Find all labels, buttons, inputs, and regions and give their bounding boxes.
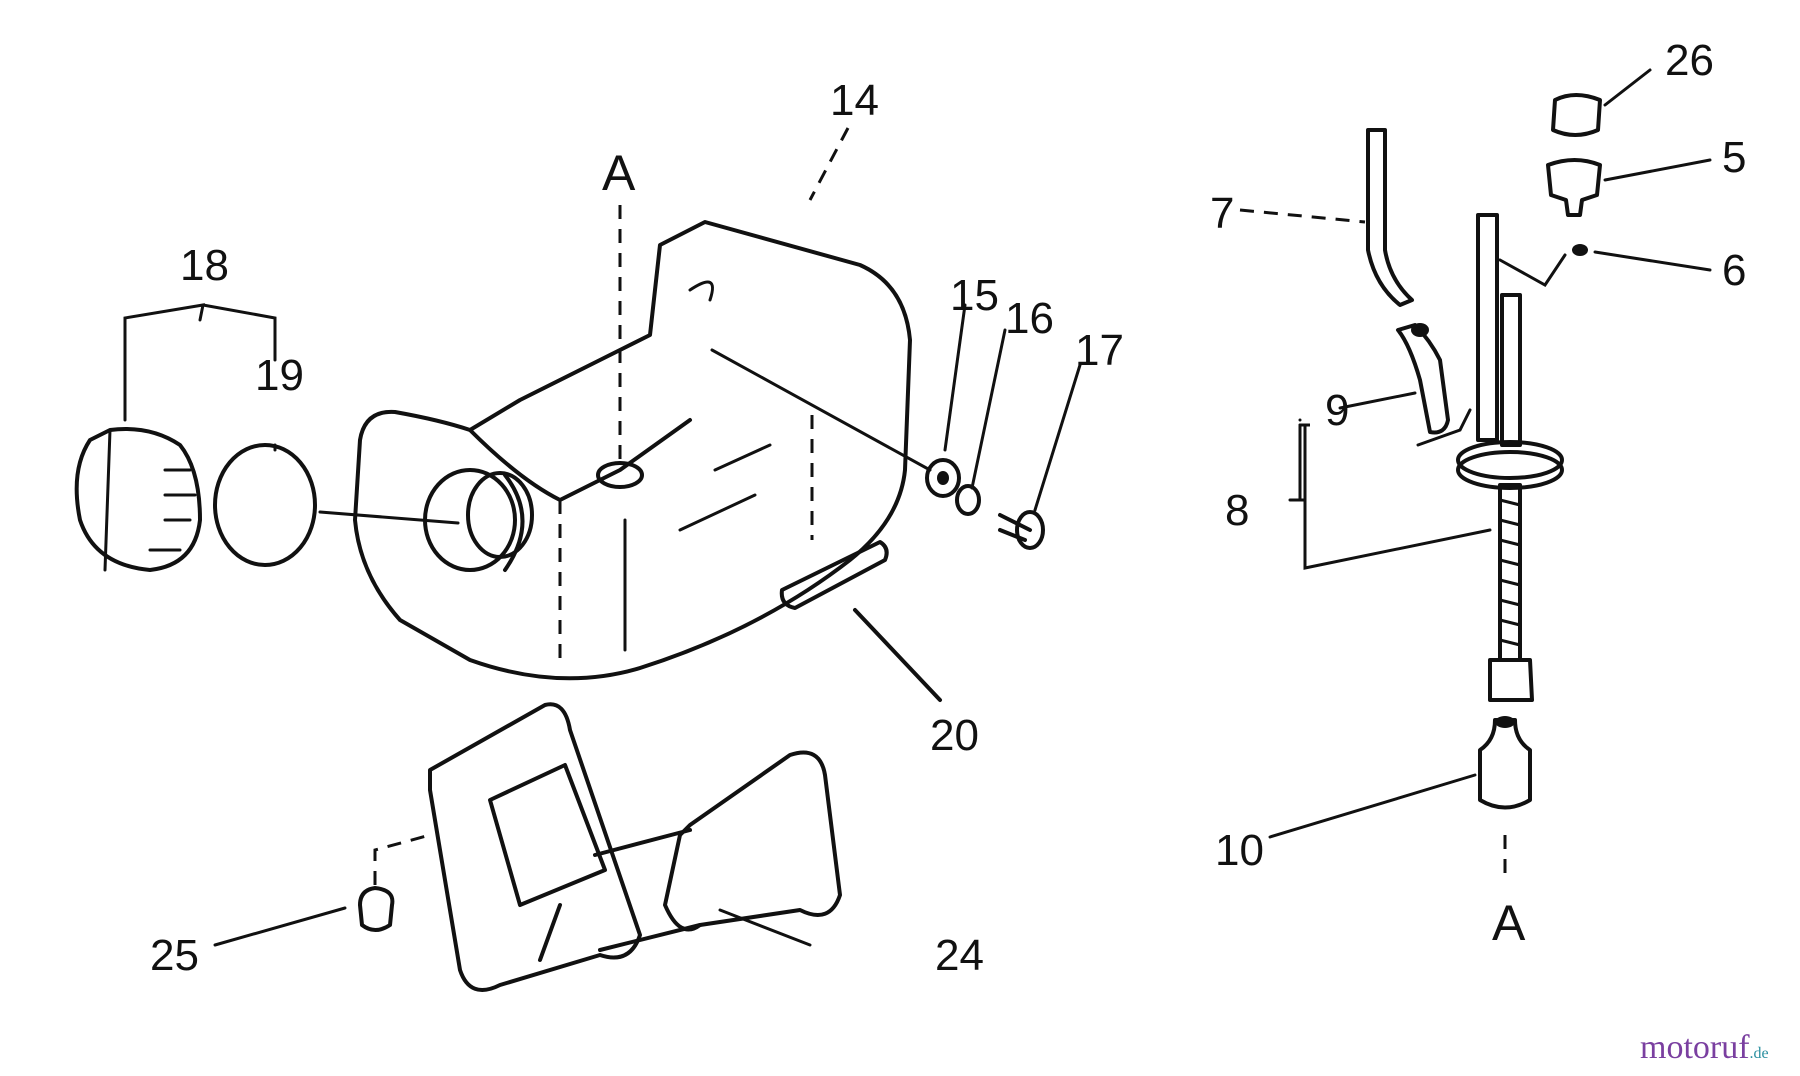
grommet-5 xyxy=(1546,158,1602,217)
label-26: 26 xyxy=(1665,36,1714,85)
watermark-logo: motoruf.de xyxy=(1640,1029,1769,1066)
label-18: 18 xyxy=(180,241,229,290)
label-17: 17 xyxy=(1075,326,1124,375)
fuel-filter-10 xyxy=(1478,716,1532,810)
label-25: 25 xyxy=(150,931,199,980)
fuel-pickup-assembly xyxy=(1366,128,1564,702)
part-6 xyxy=(1572,244,1588,256)
tank-frame-24 xyxy=(428,702,842,992)
label-15: 15 xyxy=(950,271,999,320)
fuel-tank xyxy=(353,220,912,681)
label-a-bottom: A xyxy=(1492,895,1526,951)
label-10: 10 xyxy=(1215,826,1264,875)
label-14: 14 xyxy=(830,76,879,125)
label-a-top: A xyxy=(602,145,636,201)
label-16: 16 xyxy=(1005,294,1054,343)
label-7: 7 xyxy=(1210,189,1234,238)
label-24: 24 xyxy=(935,931,984,980)
rubber-pad-20 xyxy=(779,540,889,610)
washer-15 xyxy=(925,458,961,498)
washer-16 xyxy=(955,484,981,516)
callout-labels: 14 A 18 19 15 16 17 20 25 24 26 5 7 6 9 … xyxy=(150,36,1746,980)
fuel-cap xyxy=(74,427,202,572)
label-5: 5 xyxy=(1722,133,1746,182)
leader-lines xyxy=(123,68,1712,947)
label-6: 6 xyxy=(1722,246,1746,295)
svg-text:motoruf.de: motoruf.de xyxy=(1640,1029,1769,1066)
label-20: 20 xyxy=(930,711,979,760)
cap-gasket xyxy=(213,443,317,567)
bolt-17 xyxy=(998,510,1045,550)
bushing-25 xyxy=(358,886,395,932)
watermark-suffix: .de xyxy=(1750,1045,1769,1062)
cap-26 xyxy=(1551,93,1602,137)
label-8: 8 xyxy=(1225,486,1249,535)
label-19: 19 xyxy=(255,351,304,400)
watermark-main: motoruf xyxy=(1640,1029,1750,1066)
label-9: 9 xyxy=(1325,386,1349,435)
